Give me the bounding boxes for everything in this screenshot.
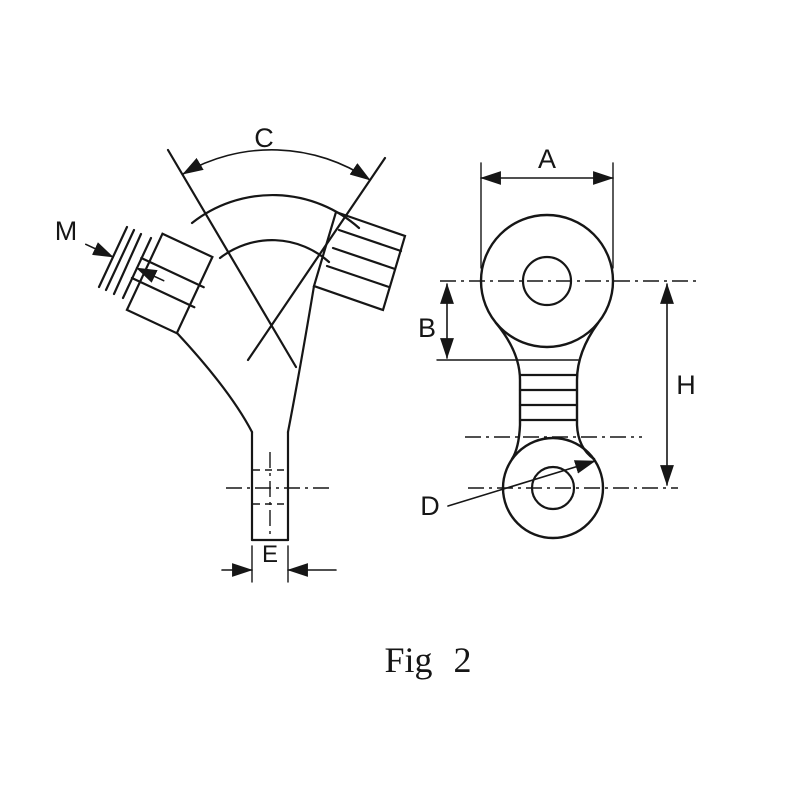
dimension-e: E (221, 541, 337, 583)
dimension-m: M (55, 216, 165, 283)
eye-link-side-view: A B H D (418, 144, 700, 540)
dimension-h: H (660, 283, 696, 486)
dim-label-b: B (418, 313, 436, 343)
bottom-eye (501, 436, 605, 540)
groove-angle-lines (166, 148, 387, 369)
dim-label-e: E (262, 541, 278, 568)
figure-caption: Fig 2 (384, 640, 471, 680)
dimension-b: B (418, 283, 454, 359)
dimension-c-angle: C (182, 123, 371, 181)
clevis-stem (175, 284, 332, 542)
link-body (436, 321, 600, 461)
bolt-washer-stack (97, 225, 214, 335)
dim-label-c: C (254, 123, 274, 153)
dim-label-h: H (676, 370, 696, 400)
dim-label-a: A (538, 144, 556, 174)
y-clevis-front-view: C M (55, 123, 407, 583)
clamp-nut-arm (312, 210, 407, 312)
dim-label-m: M (55, 216, 78, 246)
clevis-saddle (190, 194, 361, 264)
centerlines (440, 280, 700, 489)
top-eye (479, 213, 615, 349)
dimension-a: A (480, 144, 614, 269)
dimension-d-leader: D (420, 460, 596, 521)
dim-label-d: D (420, 491, 440, 521)
